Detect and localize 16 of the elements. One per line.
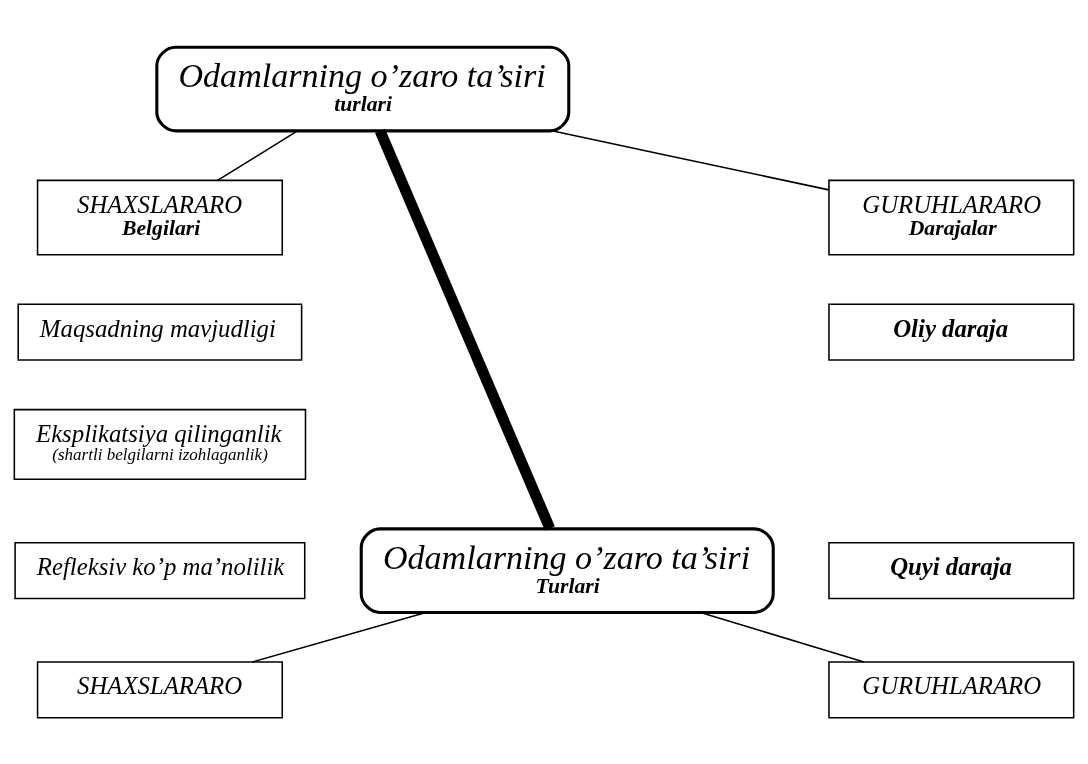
node-box: Quyi daraja xyxy=(828,541,1075,599)
connector xyxy=(251,611,427,663)
node-box: Odamlarning o’zaro ta’siri Turlari xyxy=(359,526,775,614)
node-box: GURUHLARARO Darajalar xyxy=(828,179,1075,255)
node-box: SHAXSLARARO Belgilari xyxy=(36,179,284,255)
node-box: Odamlarning o’zaro ta’siri turlari xyxy=(155,45,571,132)
node-box: Maqsadning mavjudligi xyxy=(17,303,303,361)
node-box: Oliy daraja xyxy=(828,303,1075,361)
connector xyxy=(551,129,830,191)
node-box: SHAXSLARARO xyxy=(36,660,284,719)
node-box: Refleksiv ko’p ma’nolilik xyxy=(14,541,306,599)
connector xyxy=(216,129,299,181)
node-box: Eksplikatsiya qilinganlik (shartli belgilarni izohlaganlik) xyxy=(13,408,307,480)
connector xyxy=(699,611,865,663)
node-box: GURUHLARARO xyxy=(828,660,1075,719)
connector xyxy=(375,128,555,530)
